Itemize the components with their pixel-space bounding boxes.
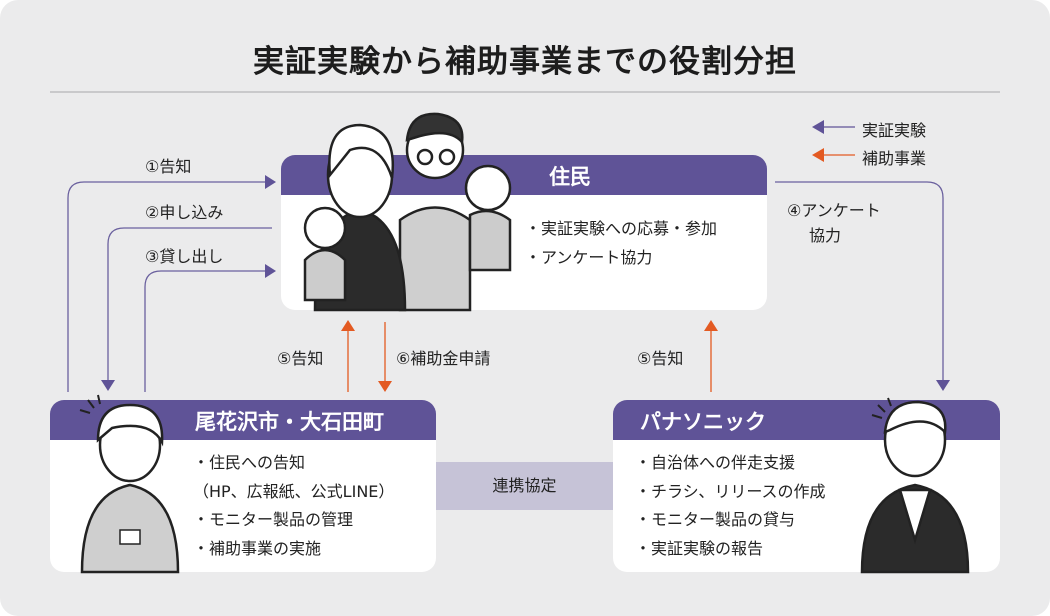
panasonic-items: ・自治体への伴走支援 ・チラシ、リリースの作成 ・モニター製品の貸与 ・実証実験… <box>635 449 826 563</box>
arrow-4-label-line1: ④アンケート <box>787 201 881 220</box>
residents-item: ・実証実験への応募・参加 <box>525 219 718 238</box>
arrow-1-head <box>265 175 276 189</box>
panasonic-item: ・実証実験の報告 <box>635 538 764 558</box>
residents-item: ・アンケート協力 <box>525 247 653 267</box>
arrow-3-lending <box>144 270 265 392</box>
diagram-title: 実証実験から補助事業までの役割分担 <box>253 44 797 80</box>
arrow-2-application <box>107 227 272 380</box>
arrow-5-left-head <box>341 320 355 331</box>
municipality-title: 尾花沢市・大石田町 <box>195 410 384 434</box>
municipality-item: ・住民への告知 <box>193 453 306 472</box>
arrow-5-right-head <box>704 320 718 331</box>
municipality-items: ・住民への告知 （HP、広報紙、公式LINE） ・モニター製品の管理 ・補助事業… <box>193 449 394 563</box>
municipality-staff-illustration-icon <box>79 394 180 574</box>
legend-arrow-subsidy <box>812 148 855 162</box>
legend-label-experiment: 実証実験 <box>862 121 927 140</box>
municipality-item: （HP、広報紙、公式LINE） <box>193 481 395 501</box>
legend-label-subsidy: 補助事業 <box>862 149 927 168</box>
title-divider <box>50 91 1000 93</box>
arrow-6-label: ⑥補助金申請 <box>396 349 491 368</box>
panasonic-item: ・自治体への伴走支援 <box>635 453 796 472</box>
partnership-band: 連携協定 <box>436 462 613 510</box>
arrow-2-label: ②申し込み <box>145 203 224 222</box>
arrow-4-label-line2: 協力 <box>809 226 842 245</box>
panasonic-item: ・チラシ、リリースの作成 <box>635 481 826 501</box>
arrow-5-right-label: ⑤告知 <box>637 349 684 368</box>
arrow-6-head <box>378 381 392 392</box>
arrow-1-label: ①告知 <box>145 157 192 176</box>
panasonic-item: ・モニター製品の貸与 <box>635 510 796 529</box>
family-illustration-icon <box>303 112 512 312</box>
partnership-label: 連携協定 <box>492 476 557 495</box>
arrow-4-head <box>936 380 950 391</box>
arrow-3-head <box>265 264 276 278</box>
arrow-3-label: ③貸し出し <box>145 247 224 266</box>
panasonic-staff-illustration-icon <box>860 397 970 574</box>
legend-arrow-experiment <box>812 120 855 134</box>
municipality-item: ・補助事業の実施 <box>193 538 322 558</box>
arrow-5-left-label: ⑤告知 <box>277 349 324 368</box>
panasonic-title: パナソニック <box>640 410 766 434</box>
arrow-1-notice <box>67 181 265 392</box>
arrow-2-head <box>101 380 115 391</box>
arrow-4-survey <box>775 181 944 380</box>
residents-items: ・実証実験への応募・参加 ・アンケート協力 <box>525 215 717 272</box>
residents-title: 住民 <box>549 165 591 189</box>
municipality-item: ・モニター製品の管理 <box>193 510 354 529</box>
